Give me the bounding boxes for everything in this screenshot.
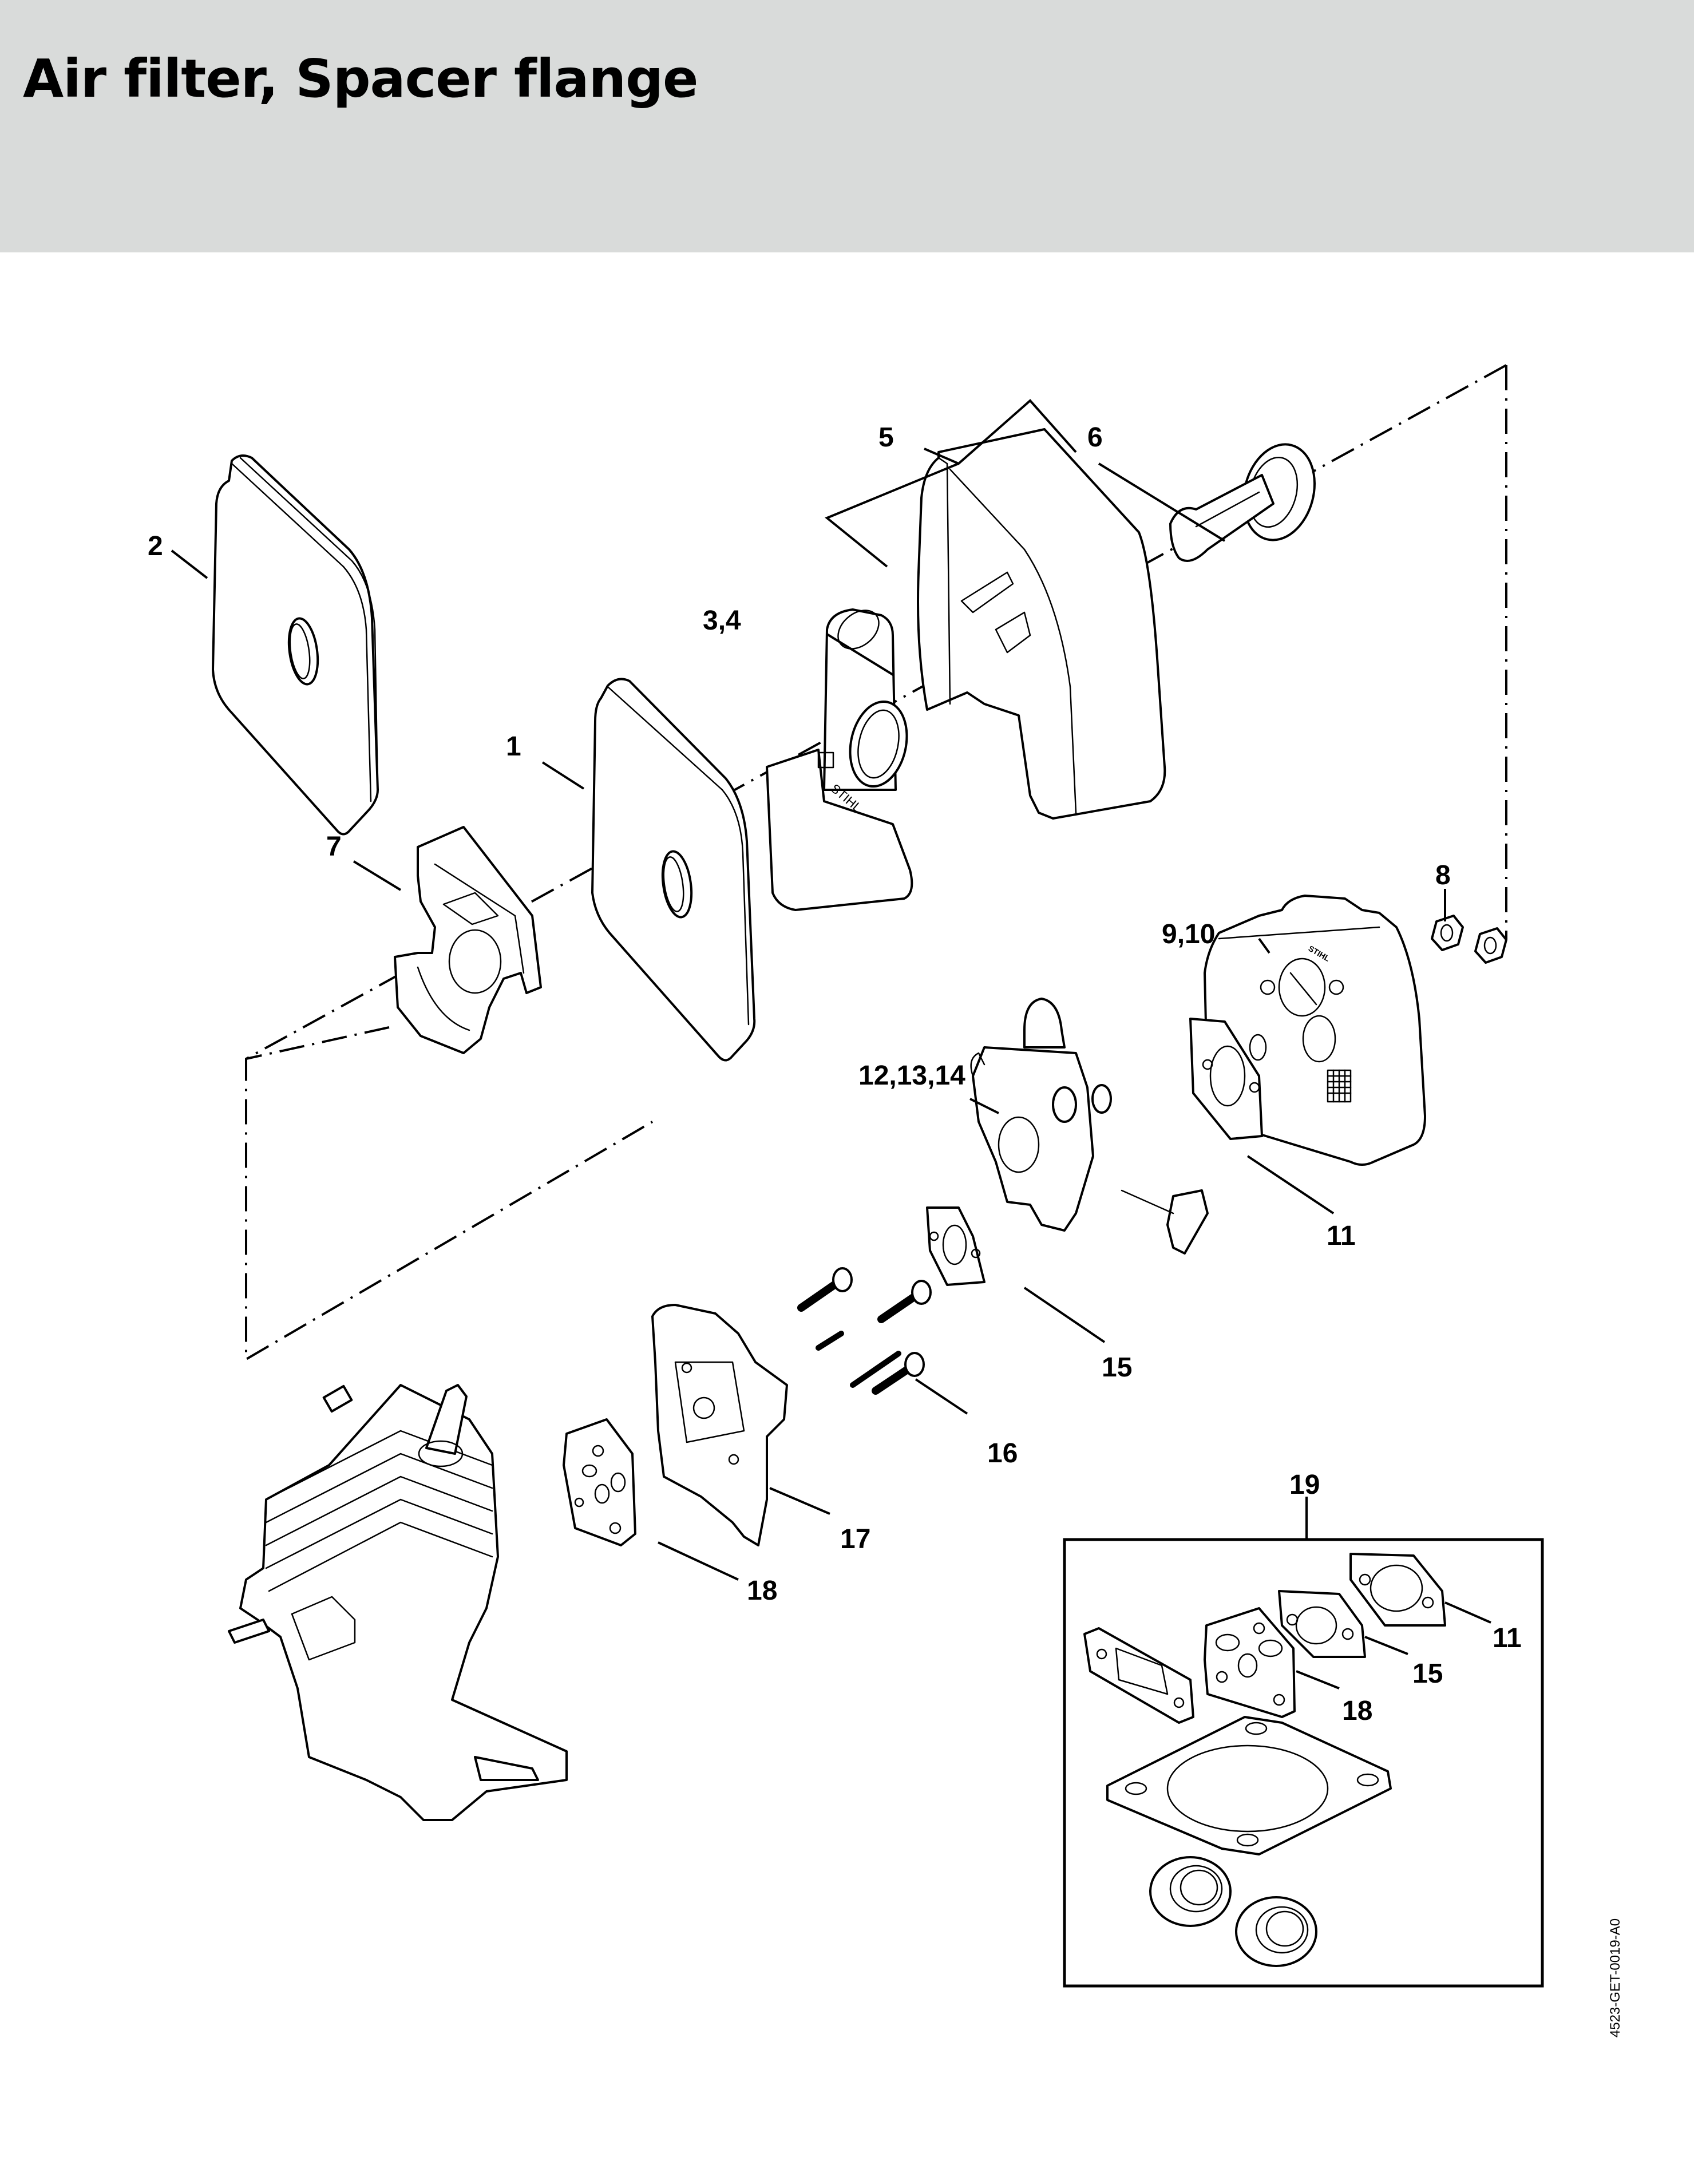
- engine-cylinder-assembly: [228, 1384, 568, 1821]
- gasket-kit-19[interactable]: [1063, 1497, 1544, 1988]
- kit-gasket-18: [1204, 1607, 1296, 1718]
- screw: [877, 1280, 932, 1323]
- callout-6[interactable]: 6: [1087, 422, 1103, 453]
- screw: [872, 1352, 925, 1395]
- part-18-gasket[interactable]: [563, 1418, 636, 1546]
- part-3-4-choke-intake[interactable]: STIHL: [766, 603, 915, 911]
- callout-8[interactable]: 8: [1435, 860, 1451, 891]
- callout-7[interactable]: 7: [326, 832, 342, 862]
- kit-muffler-gasket: [1083, 1627, 1194, 1724]
- callout-18[interactable]: 18: [747, 1576, 777, 1606]
- drawing-number: 4523-GET-0019-A0: [1608, 1918, 1623, 2037]
- callout-3-4[interactable]: 3,4: [703, 606, 741, 636]
- part-1-air-filter[interactable]: [591, 678, 756, 1062]
- screw: [797, 1267, 853, 1312]
- kit-callout-15[interactable]: 15: [1412, 1659, 1443, 1689]
- kit-callout-18[interactable]: 18: [1342, 1696, 1372, 1726]
- kit-gasket-11: [1349, 1553, 1446, 1627]
- callout-9-10[interactable]: 9,10: [1162, 919, 1215, 949]
- part-16-screws[interactable]: [797, 1267, 932, 1395]
- callout-2[interactable]: 2: [148, 531, 163, 561]
- kit-oil-seal: [1235, 1896, 1317, 1967]
- kit-oil-seal: [1149, 1856, 1232, 1927]
- part-7-filter-seal[interactable]: [394, 826, 542, 1054]
- callout-19[interactable]: 19: [1289, 1470, 1320, 1500]
- callout-12-13-14[interactable]: 12,13,14: [858, 1061, 965, 1091]
- gasket-kit-frame: [1063, 1538, 1544, 1988]
- callout-11[interactable]: 11: [1327, 1221, 1356, 1251]
- kit-callout-11[interactable]: 11: [1493, 1623, 1522, 1653]
- callouts: 2 3,4 1 5 6 7 8 9,10 11 12,13,14 15 16 1…: [148, 422, 1522, 1726]
- kit-gasket-15: [1278, 1590, 1366, 1658]
- part-17-spacer-flange[interactable]: [651, 1304, 788, 1546]
- callout-5[interactable]: 5: [878, 422, 894, 453]
- callout-15[interactable]: 15: [1102, 1352, 1132, 1383]
- part-5-filter-cover[interactable]: [917, 428, 1166, 820]
- page-title: Air filter, Spacer flange: [23, 48, 698, 109]
- part-2-prefilter[interactable]: [212, 454, 379, 836]
- callout-1[interactable]: 1: [506, 731, 521, 762]
- part-8-nuts[interactable]: [1431, 915, 1507, 964]
- part-6-cover-fastener[interactable]: [1169, 436, 1325, 562]
- part-15-gasket[interactable]: [926, 1206, 985, 1286]
- part-11-gasket[interactable]: [1189, 1018, 1263, 1140]
- kit-cylinder-base-gasket: [1106, 1716, 1392, 1855]
- header-band: Air filter, Spacer flange: [0, 0, 1694, 252]
- leader-lines: [171, 399, 1446, 1581]
- part-12-13-14-carburetor[interactable]: [970, 998, 1209, 1255]
- callout-16[interactable]: 16: [987, 1438, 1018, 1469]
- callout-17[interactable]: 17: [840, 1524, 870, 1554]
